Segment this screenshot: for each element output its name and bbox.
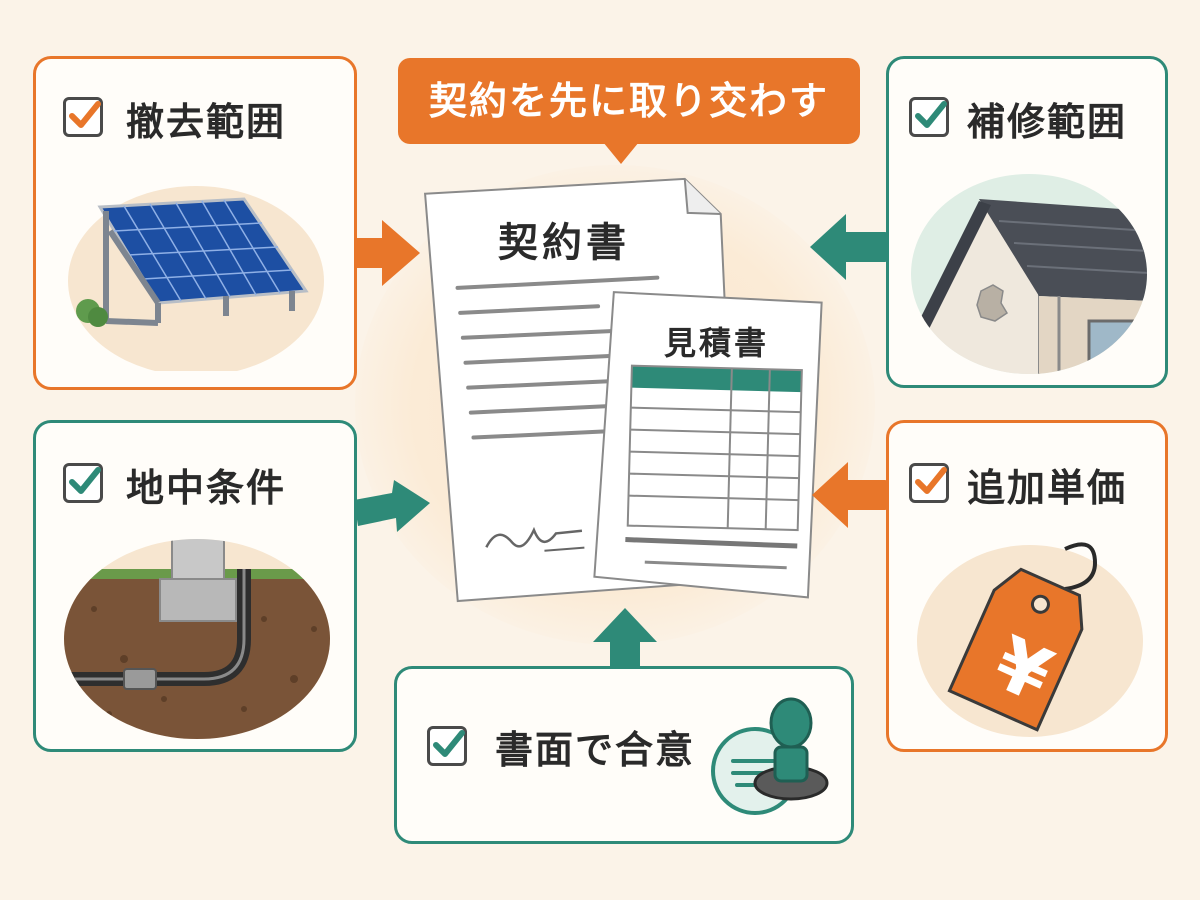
banner-pointer	[603, 142, 639, 164]
estimate-title: 見積書	[664, 324, 770, 362]
documents-illustration	[423, 177, 823, 603]
card-agreement-label: 書面で合意	[495, 728, 696, 772]
check-icon	[909, 463, 949, 503]
contract-title: 契約書	[498, 220, 630, 266]
headline-text: 契約を先に取り交わす	[428, 79, 829, 123]
card-repair-scope: 補修範囲	[886, 56, 1168, 388]
house-repair-icon	[911, 174, 1147, 374]
card-ground-conditions: 地中条件	[33, 420, 357, 752]
estimate-document	[593, 291, 823, 599]
card-written-agreement: 書面で合意	[394, 666, 854, 844]
card-ground-label: 地中条件	[126, 466, 287, 510]
underground-pipe-icon	[64, 539, 330, 739]
price-tag-icon	[917, 542, 1143, 737]
solar-panel-icon	[68, 186, 324, 371]
check-icon	[909, 97, 949, 137]
signature-icon	[485, 526, 583, 548]
check-icon	[427, 726, 467, 766]
check-icon	[63, 97, 103, 137]
card-repair-label: 補修範囲	[967, 100, 1128, 144]
card-unit-price-label: 追加単価	[967, 466, 1128, 510]
card-removal-label: 撤去範囲	[126, 100, 287, 144]
contract-text-lines	[455, 275, 660, 440]
card-removal-scope: 撤去範囲	[33, 56, 357, 390]
estimate-table	[626, 364, 803, 532]
card-additional-unit-price: 追加単価 ¥	[886, 420, 1168, 752]
check-icon	[63, 463, 103, 503]
stamp-icon	[711, 697, 829, 815]
headline-banner: 契約を先に取り交わす	[398, 58, 860, 144]
